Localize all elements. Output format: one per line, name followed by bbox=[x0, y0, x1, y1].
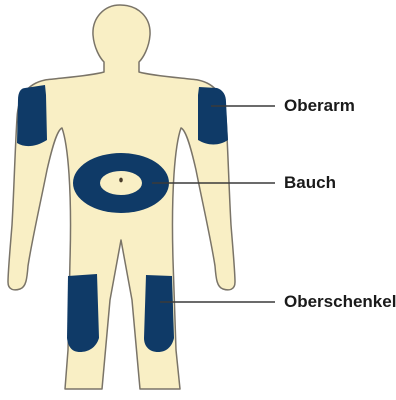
thigh-right-zone bbox=[144, 275, 174, 352]
abdomen-zone-inner bbox=[100, 171, 142, 195]
bauch-label: Bauch bbox=[284, 174, 336, 191]
upper-arm-left-zone bbox=[17, 85, 47, 146]
upper-arm-right-zone bbox=[198, 87, 228, 145]
thigh-left-zone bbox=[67, 274, 99, 352]
oberarm-label: Oberarm bbox=[284, 97, 355, 114]
oberschenkel-label: Oberschenkel bbox=[284, 293, 396, 310]
navel-icon bbox=[119, 178, 123, 183]
